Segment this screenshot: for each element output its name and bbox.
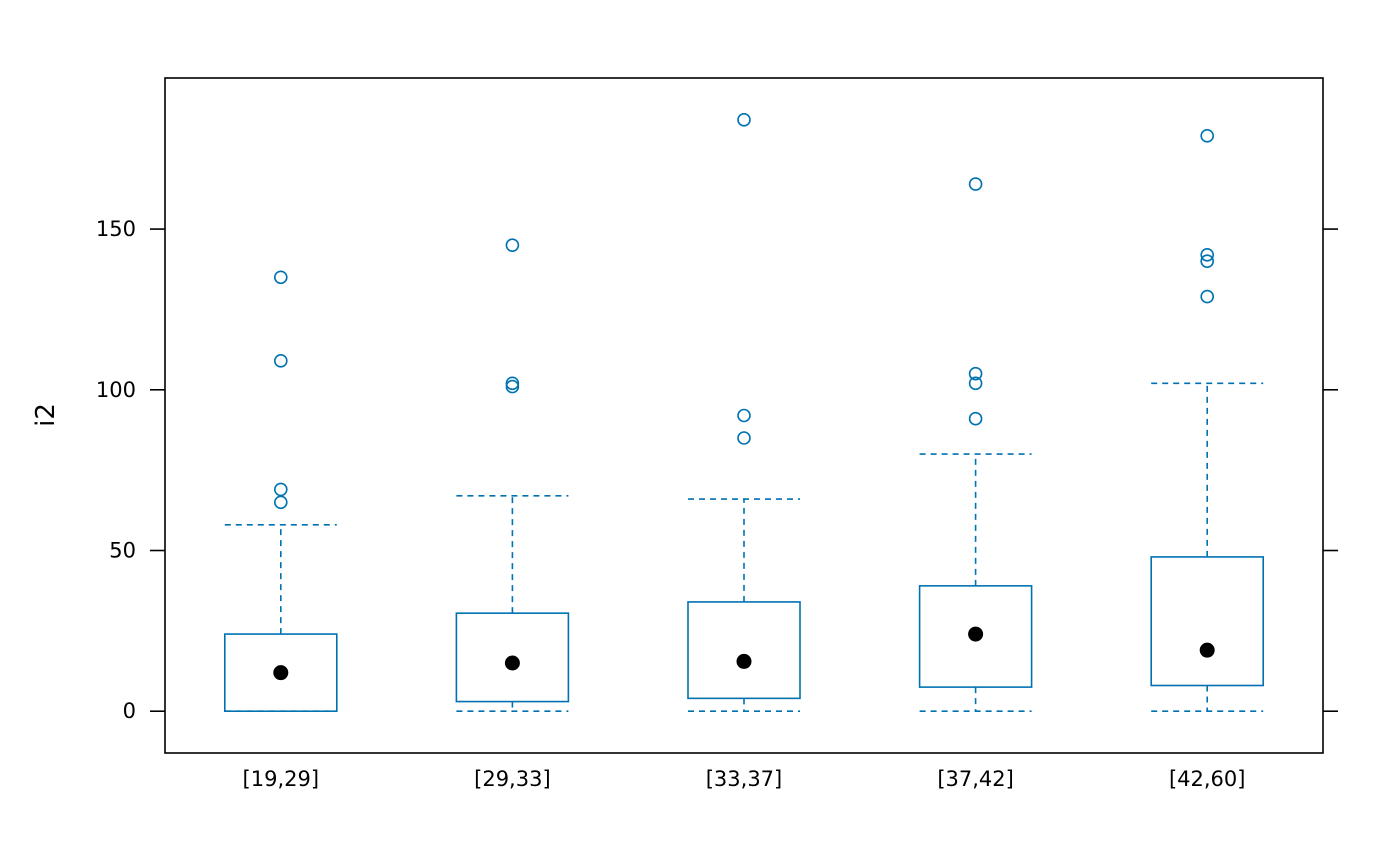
box-group [224,270,338,713]
outlier-point [1200,129,1214,143]
median-point [968,626,984,642]
outlier-point [968,366,983,381]
median-point [1199,642,1215,658]
box-group [1150,129,1264,713]
iqr-box [918,585,1033,688]
x-tick-label: [29,33] [474,767,551,791]
outlier-point [505,238,520,252]
y-tick-label: 0 [123,699,136,723]
iqr-box [224,633,338,713]
outlier-point [273,270,288,285]
boxes-layer [224,112,1264,713]
outlier-point [505,376,520,391]
y-axis-title: i2 [31,403,61,427]
outlier-point [1200,289,1214,304]
y-axis: 0 50 100 150 [96,217,1338,723]
iqr-box [455,612,570,703]
outlier-point [968,177,983,191]
outlier-point [968,411,983,426]
median-point [504,655,520,671]
outlier-point [273,482,288,497]
y-tick-label: 100 [96,378,136,402]
box-group [918,177,1033,713]
outlier-point [737,408,751,423]
box-group [455,238,570,713]
outlier-point [1200,254,1214,269]
outlier-point [505,379,520,394]
median-point [736,653,752,669]
outlier-point [737,112,751,127]
x-axis: [19,29] [29,33] [33,37] [37,42] [42,60] [243,767,1246,791]
outlier-point [1200,247,1214,262]
x-tick-label: [33,37] [706,767,783,791]
outlier-point [273,354,288,368]
x-tick-label: [37,42] [937,767,1014,791]
y-tick-label: 50 [109,539,136,563]
median-point [273,665,289,681]
plot-frame [164,77,1324,754]
iqr-box [1150,556,1264,687]
iqr-box [687,601,801,700]
box-group [687,112,801,713]
outlier-point [273,495,288,510]
x-tick-label: [42,60] [1169,767,1246,791]
y-tick-label: 150 [96,217,136,241]
outlier-point [968,376,983,391]
x-tick-label: [19,29] [243,767,320,791]
outlier-point [737,431,751,445]
